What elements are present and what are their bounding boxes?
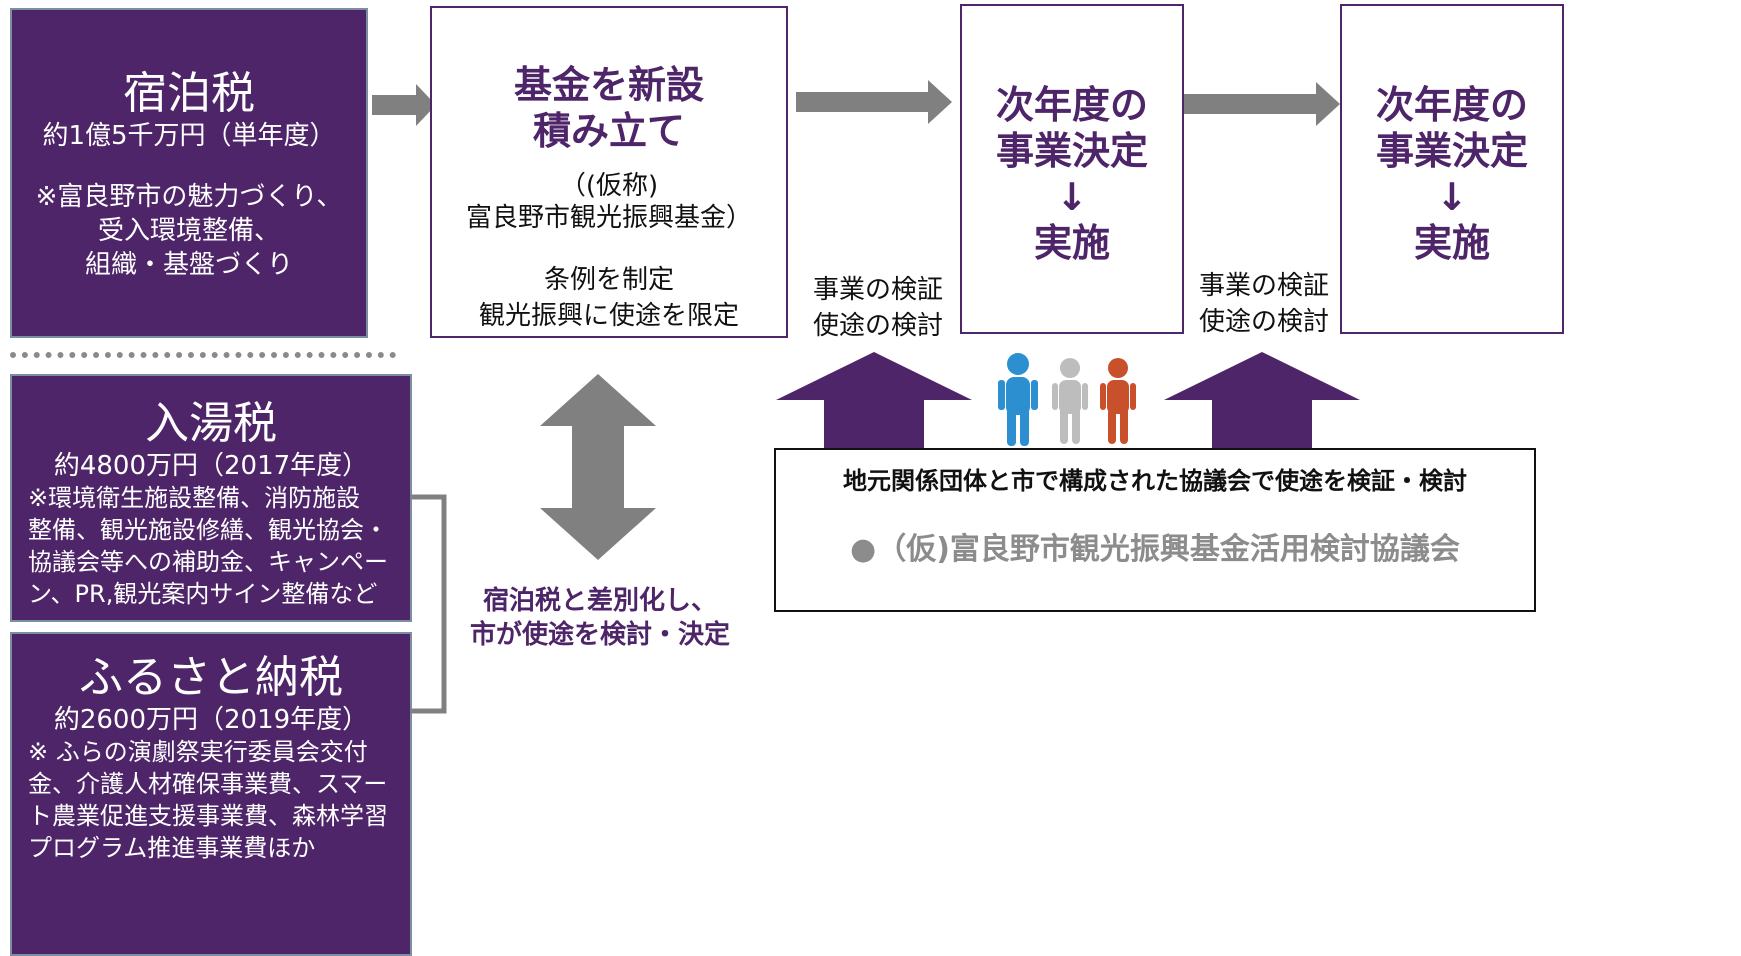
- lodging-tax-title: 宿泊税: [123, 68, 255, 119]
- fund-title: 積み立て: [532, 109, 685, 153]
- bath-tax-box: 入湯税 約4800万円（2017年度） ※環境衛生施設整備、消防施設 整備、観光…: [10, 374, 412, 622]
- difference-label: 宿泊税と差別化し、 市が使途を検討・決定: [469, 586, 730, 650]
- right-arrow-icon: [796, 80, 952, 124]
- fund-name: （(仮称): [559, 171, 659, 201]
- next-year-line: 事業決定: [995, 129, 1148, 173]
- furusato-tax-note: 金、介護人材確保事業費、スマー: [28, 770, 388, 798]
- right-arrow-icon: [1184, 82, 1340, 126]
- fund-rule: 条例を制定: [543, 265, 674, 295]
- dotted-divider: [10, 352, 396, 358]
- verify-label: 事業の検証 使途の検討: [1198, 271, 1329, 337]
- lodging-tax-note: ※富良野市の魅力づくり、: [35, 182, 343, 212]
- furusato-tax-note: プログラム推進事業費ほか: [28, 834, 316, 862]
- furusato-tax-amount: 約2600万円（2019年度）: [53, 705, 369, 735]
- up-arrow-icon: [776, 352, 972, 448]
- next-year-box: 次年度の 事業決定 ↓ 実施: [960, 4, 1184, 334]
- next-year-line: 実施: [1033, 221, 1110, 265]
- next-year-box: 次年度の 事業決定 ↓ 実施: [1340, 4, 1564, 334]
- people-icon: [998, 353, 1136, 446]
- furusato-tax-note: ト農業促進支援事業費、森林学習: [28, 802, 388, 830]
- up-arrow-icon: [1164, 352, 1360, 448]
- fund-title: 基金を新設: [513, 63, 704, 107]
- fund-name: 富良野市観光振興基金）: [465, 203, 752, 233]
- council-heading: 地元関係団体と市で構成された協議会で使途を検証・検討: [843, 467, 1467, 495]
- next-year-line: 次年度の: [1375, 83, 1528, 127]
- lodging-tax-note: 組織・基盤づくり: [84, 250, 293, 280]
- next-year-line: 実施: [1413, 221, 1490, 265]
- bath-tax-note: ン、PR,観光案内サイン整備など: [28, 580, 378, 608]
- right-arrow-icon: [372, 84, 436, 126]
- furusato-tax-box: ふるさと納税 約2600万円（2019年度） ※ ふらの演劇祭実行委員会交付 金…: [10, 632, 412, 956]
- bath-tax-note: 協議会等への補助金、キャンペー: [28, 548, 388, 576]
- fund-rule: 観光振興に使途を限定: [478, 301, 739, 331]
- bath-tax-note: 整備、観光施設修繕、観光協会・: [28, 516, 388, 544]
- bath-tax-title: 入湯税: [145, 398, 277, 449]
- down-arrow-icon: ↓: [1436, 175, 1468, 219]
- bath-tax-note: ※環境衛生施設整備、消防施設: [28, 484, 361, 512]
- lodging-tax-amount: 約1億5千万円（単年度）: [42, 121, 336, 151]
- next-year-line: 次年度の: [995, 83, 1148, 127]
- bracket-icon: [410, 494, 447, 714]
- council-box: 地元関係団体と市で構成された協議会で使途を検証・検討 ●（仮)富良野市観光振興基…: [774, 448, 1536, 612]
- bath-tax-amount: 約4800万円（2017年度）: [53, 451, 369, 481]
- furusato-tax-note: ※ ふらの演劇祭実行委員会交付: [28, 738, 368, 766]
- verify-label: 事業の検証 使途の検討: [812, 275, 943, 341]
- double-arrow-icon: [540, 374, 656, 560]
- down-arrow-icon: ↓: [1056, 175, 1088, 219]
- council-name: ●（仮)富良野市観光振興基金活用検討協議会: [850, 532, 1460, 567]
- next-year-line: 事業決定: [1375, 129, 1528, 173]
- furusato-tax-title: ふるさと納税: [79, 652, 343, 703]
- lodging-tax-box: 宿泊税 約1億5千万円（単年度） ※富良野市の魅力づくり、 受入環境整備、 組織…: [10, 8, 368, 338]
- fund-box: 基金を新設 積み立て （(仮称) 富良野市観光振興基金） 条例を制定 観光振興に…: [430, 6, 788, 338]
- lodging-tax-note: 受入環境整備、: [97, 216, 280, 246]
